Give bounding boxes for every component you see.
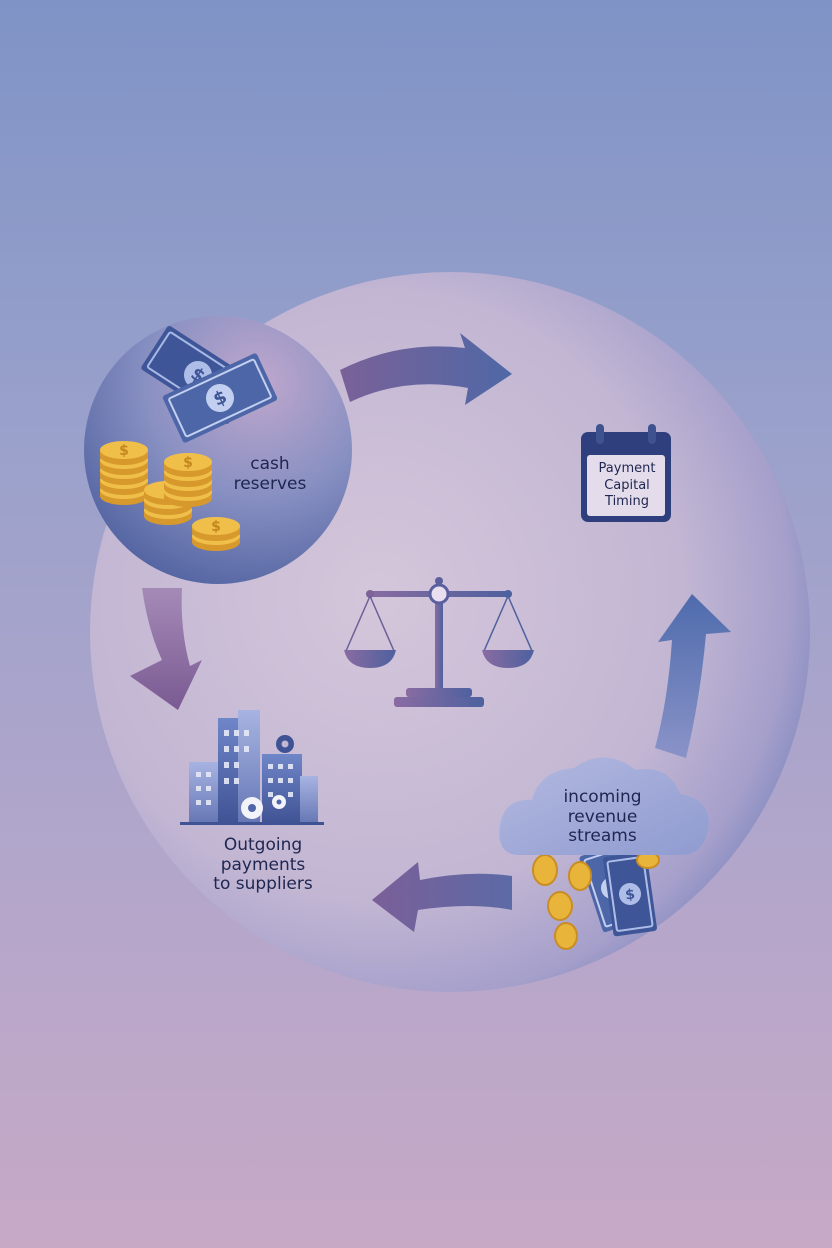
svg-text:$: $ (183, 455, 193, 471)
calendar-line-1: Payment (598, 461, 656, 476)
cloud-money-icon: $ $ (499, 757, 709, 950)
incoming-revenue-label: incoming revenue streams (540, 787, 665, 847)
arrow-to-calendar (340, 333, 512, 405)
cash-reserves-label: cash reserves (220, 454, 320, 494)
balance-scale-icon (344, 577, 534, 707)
calendar-line-2: Capital (604, 477, 650, 493)
calendar-icon (581, 424, 671, 522)
outgoing-payments-label: Outgoing payments to suppliers (188, 835, 338, 895)
money-stack-icon: $ $ $ (100, 326, 278, 551)
calendar-line-3: Timing (605, 494, 649, 510)
svg-text:$: $ (211, 519, 221, 535)
incoming-line-1: incoming (563, 787, 642, 807)
outgoing-line-3: to suppliers (213, 874, 313, 895)
svg-text:$: $ (624, 886, 636, 903)
arrow-to-calendar-from-cloud (655, 594, 731, 758)
cash-reserves-line-1: cash (250, 454, 290, 474)
calendar-label: Payment Capital Timing (583, 461, 671, 511)
cash-reserves-node: $ $ $ (84, 316, 352, 584)
cash-reserves-line-2: reserves (233, 473, 307, 494)
outgoing-line-2: payments (220, 854, 306, 875)
arrow-to-buildings (130, 588, 202, 710)
arrow-to-outgoing (372, 862, 512, 932)
incoming-line-3: streams (568, 826, 637, 847)
buildings-icon (180, 710, 324, 825)
outgoing-line-1: Outgoing (223, 835, 303, 855)
gear-icon (241, 735, 294, 819)
incoming-line-2: revenue (567, 806, 638, 827)
svg-text:$: $ (119, 443, 129, 459)
